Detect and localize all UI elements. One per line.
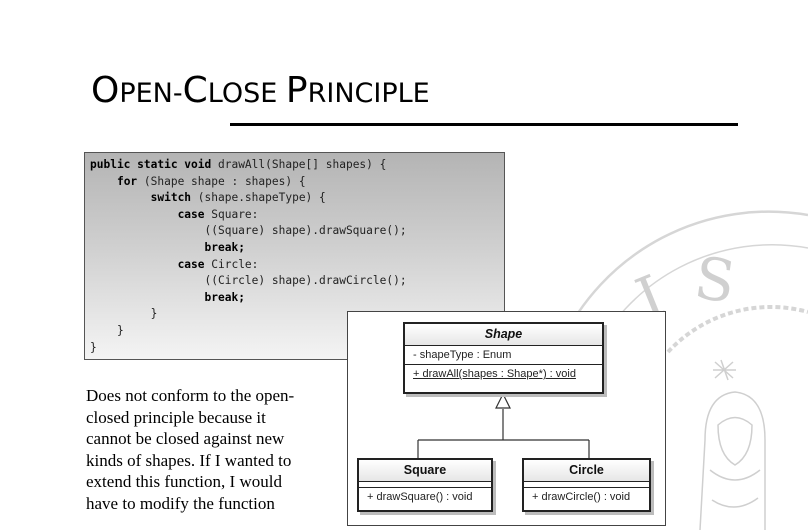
- title-letters: O: [91, 70, 120, 111]
- class-name: Shape: [405, 324, 602, 346]
- paragraph-line: kinds of shapes. If I wanted to: [86, 450, 292, 470]
- code-text: [90, 291, 205, 304]
- class-shape: Shape - shapeType : Enum + drawAll(shape…: [403, 322, 604, 394]
- code-keyword: public static void: [90, 158, 212, 171]
- code-keyword: break;: [204, 290, 245, 304]
- paragraph-line: Does not conform to the open-: [86, 386, 295, 405]
- paragraph-line: cannot be closed against new: [86, 429, 285, 449]
- class-attribute-compartment: [359, 482, 491, 488]
- code-keyword: break;: [204, 240, 245, 254]
- code-text: [90, 191, 151, 204]
- class-attribute: - shapeType : Enum: [405, 346, 602, 365]
- class-operation: + drawAll(shapes : Shape*) : void: [413, 368, 576, 380]
- code-listing: public static void drawAll(Shape[] shape…: [90, 157, 407, 356]
- class-circle: Circle + drawCircle() : void: [522, 458, 651, 512]
- class-operation: + drawSquare() : void: [367, 491, 473, 503]
- title-letters: LOSE: [207, 78, 278, 109]
- title-letters: RINCIPLE: [307, 78, 430, 109]
- slide-title: OPEN-CLOSE PRINCIPLE: [91, 70, 430, 111]
- generalization-arrow-icon: [495, 392, 511, 409]
- code-text: (Shape shape : shapes) {: [137, 174, 306, 188]
- svg-text:S: S: [690, 244, 739, 317]
- inheritance-connectors: [417, 392, 590, 458]
- explanation-paragraph: Does not conform to the open-closed prin…: [86, 385, 344, 515]
- title-letters: -: [172, 78, 183, 109]
- code-keyword: for: [116, 174, 138, 188]
- code-text: drawAll(Shape[] shapes) {: [211, 158, 387, 171]
- code-text: [90, 241, 205, 254]
- title-letters: [277, 78, 286, 109]
- code-text: [90, 208, 178, 221]
- paragraph-line: closed principle because it: [86, 407, 266, 427]
- class-square: Square + drawSquare() : void: [357, 458, 493, 512]
- code-text: (shape.shapeType) {: [191, 191, 326, 205]
- code-text: }: [90, 340, 97, 354]
- class-name: Square: [359, 460, 491, 482]
- title-letters: PEN: [119, 78, 173, 109]
- code-text: Square:: [204, 207, 259, 221]
- title-letters: P: [285, 70, 308, 111]
- paragraph-line: have to modify the function: [86, 493, 275, 513]
- code-text: }: [90, 307, 158, 321]
- title-underline: [230, 123, 738, 126]
- code-text: }: [90, 323, 124, 337]
- code-keyword: case: [177, 207, 205, 221]
- code-text: ((Square) shape).drawSquare();: [90, 224, 407, 238]
- class-operation: + drawCircle() : void: [532, 491, 631, 503]
- class-attribute-compartment: [524, 482, 649, 488]
- code-block: public static void drawAll(Shape[] shape…: [84, 152, 505, 360]
- code-text: ((Circle) shape).drawCircle();: [90, 274, 407, 288]
- code-keyword: switch: [150, 191, 192, 205]
- code-text: [90, 258, 178, 271]
- uml-class-diagram: Shape - shapeType : Enum + drawAll(shape…: [347, 311, 666, 526]
- code-text: Circle:: [204, 257, 259, 271]
- code-text: [90, 175, 117, 188]
- code-keyword: case: [177, 257, 205, 271]
- paragraph-line: extend this function, I would: [86, 472, 282, 492]
- title-letters: C: [182, 70, 208, 111]
- class-name: Circle: [524, 460, 649, 482]
